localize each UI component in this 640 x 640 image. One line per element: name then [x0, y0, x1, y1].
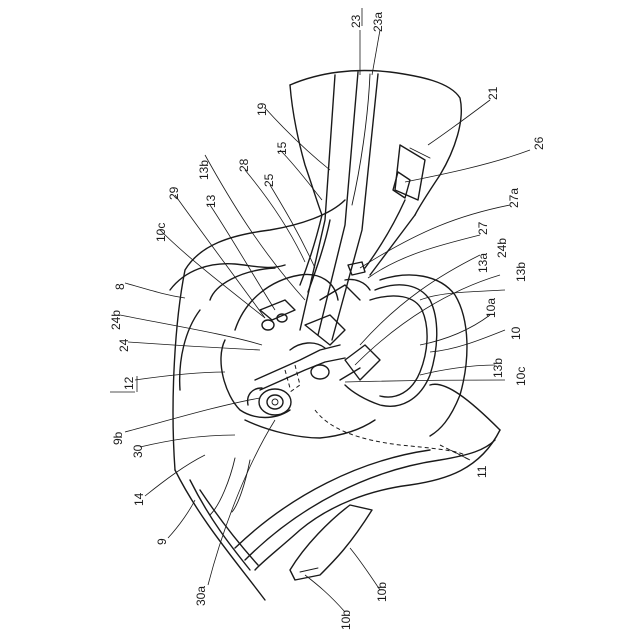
- label-30a: 30a: [194, 586, 208, 606]
- label-10b-2: 10b: [375, 582, 389, 602]
- label-13b-right-2: 13b: [491, 358, 505, 378]
- reference-labels: 23 23a 21 26 27a 27 24b 13a 13b 10a 10 1…: [109, 8, 546, 630]
- label-27a: 27a: [507, 188, 521, 208]
- label-10b-1: 10b: [339, 610, 353, 630]
- label-24b-left: 24b: [109, 310, 123, 330]
- shift-mechanism: [221, 262, 380, 438]
- label-10c-left: 10c: [154, 223, 168, 242]
- label-13b-top: 13b: [197, 160, 211, 180]
- label-10: 10: [509, 326, 523, 340]
- label-15: 15: [275, 141, 289, 155]
- lever-tab: [393, 145, 430, 200]
- brake-lever: [290, 71, 461, 340]
- shift-lever-loop: [315, 275, 470, 460]
- label-23: 23: [349, 14, 363, 28]
- grip-cover-outline: [170, 264, 285, 390]
- label-9: 9: [155, 538, 169, 545]
- label-12: 12: [122, 376, 136, 390]
- label-13a: 13a: [476, 253, 490, 273]
- label-8: 8: [113, 283, 127, 290]
- label-24: 24: [117, 338, 131, 352]
- label-11: 11: [475, 465, 489, 478]
- label-9b: 9b: [111, 431, 125, 445]
- label-25: 25: [262, 173, 276, 187]
- label-10a: 10a: [484, 298, 498, 318]
- label-30: 30: [131, 444, 145, 458]
- label-13b-right-1: 13b: [514, 262, 528, 282]
- label-26: 26: [532, 136, 546, 150]
- label-13: 13: [204, 194, 218, 208]
- label-28: 28: [237, 158, 251, 172]
- label-27: 27: [476, 221, 490, 235]
- label-10c-right: 10c: [514, 367, 528, 386]
- label-19: 19: [255, 102, 269, 116]
- leader-lines: [110, 30, 530, 612]
- label-29: 29: [167, 186, 181, 200]
- label-24b-right: 24b: [495, 238, 509, 258]
- label-23a: 23a: [371, 12, 385, 32]
- label-14: 14: [132, 492, 146, 506]
- label-21: 21: [486, 86, 500, 100]
